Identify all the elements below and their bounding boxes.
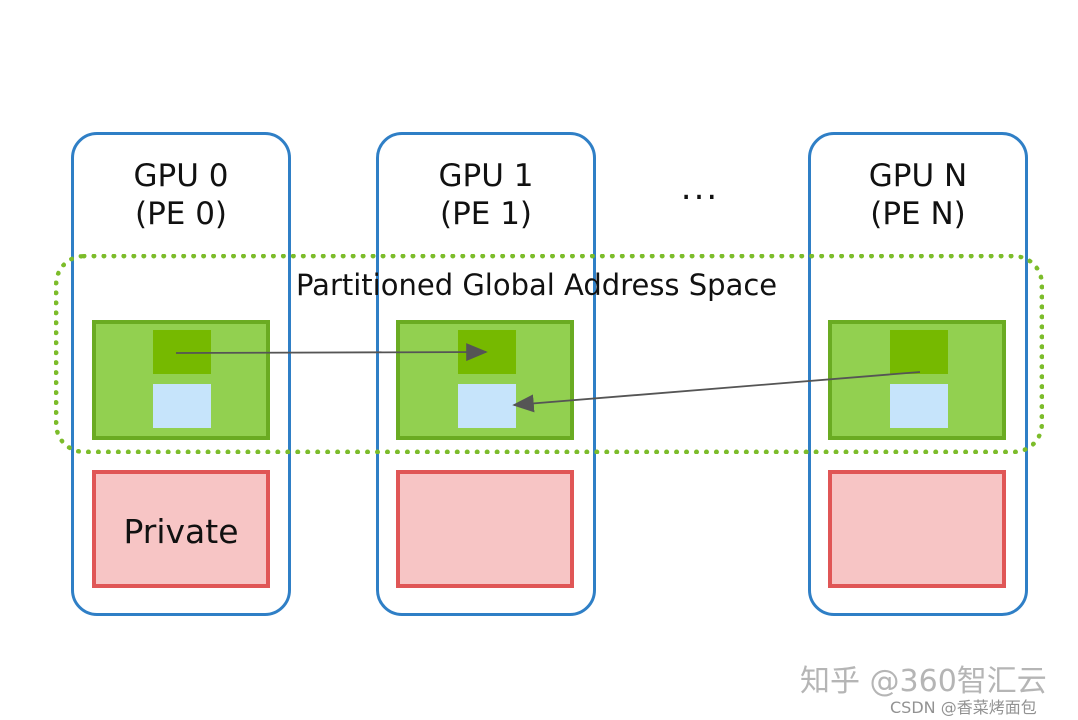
watermark-main: 知乎 @360智汇云 bbox=[800, 664, 1047, 699]
arrow-gpu0-to-gpu1 bbox=[175, 343, 488, 362]
gpu-1-pe: (PE 1) bbox=[439, 196, 533, 232]
gpu-1-private-block bbox=[396, 470, 574, 588]
gpu-n-name: GPU N bbox=[868, 158, 968, 194]
gpu-0-shared-object-light bbox=[153, 384, 211, 428]
gpu-0-name: GPU 0 bbox=[133, 158, 229, 194]
pgas-boundary bbox=[54, 254, 1044, 454]
gpu-0-title: GPU 0 (PE 0) bbox=[74, 157, 288, 233]
private-label: Private bbox=[123, 512, 239, 551]
gpu-1-title: GPU 1 (PE 1) bbox=[379, 157, 593, 233]
gpu-n-shared-object-dark bbox=[890, 330, 948, 374]
gpu-n-title: GPU N (PE N) bbox=[811, 157, 1025, 233]
gpu-n-shared-object-light bbox=[890, 384, 948, 428]
arrow-gpun-to-gpu1 bbox=[512, 371, 921, 413]
gpu-1-shared-object-light bbox=[458, 384, 516, 428]
gpu-0-private-block: Private bbox=[92, 470, 270, 588]
gpu-n-pe: (PE N) bbox=[870, 196, 966, 232]
ellipsis: ... bbox=[680, 168, 720, 208]
gpu-n-private-block bbox=[828, 470, 1006, 588]
watermark-sub: CSDN @香菜烤面包 bbox=[890, 698, 1037, 717]
gpu-0-pe: (PE 0) bbox=[134, 196, 228, 232]
gpu-1-name: GPU 1 bbox=[438, 158, 534, 194]
pgas-label: Partitioned Global Address Space bbox=[296, 268, 778, 302]
gpu-0-shared-object-dark bbox=[153, 330, 211, 374]
